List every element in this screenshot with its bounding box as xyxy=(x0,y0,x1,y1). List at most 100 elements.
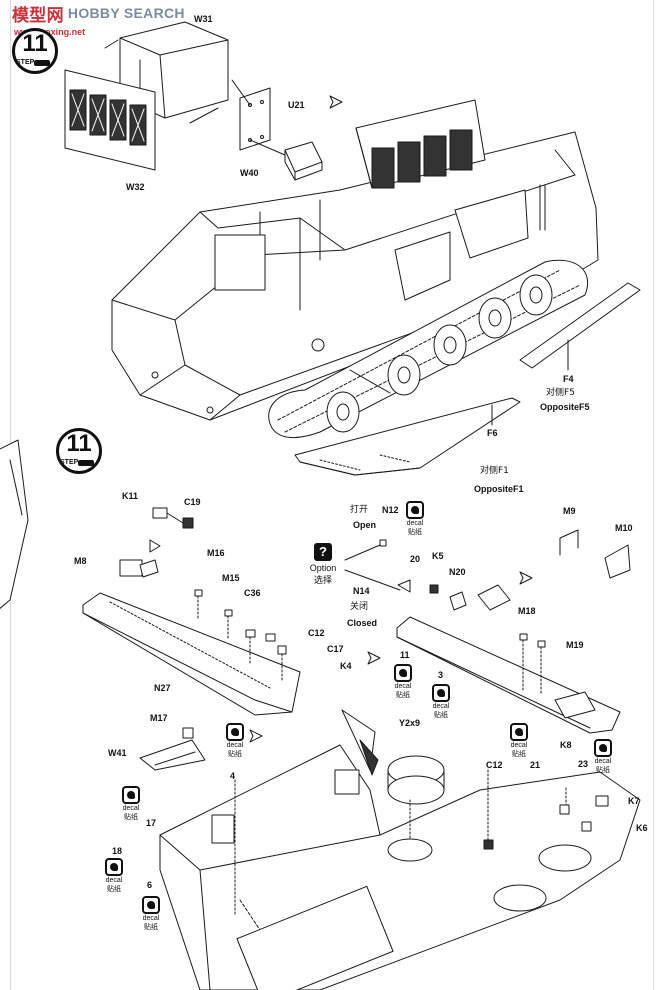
label-w32: W32 xyxy=(126,182,145,192)
label-m18: M18 xyxy=(518,606,536,616)
label-6: 6 xyxy=(147,880,153,890)
question-icon: ? xyxy=(314,543,332,561)
label-20: 20 xyxy=(410,554,421,564)
label-c17: C17 xyxy=(327,644,344,654)
decal-icon xyxy=(122,786,140,804)
label-w31: W31 xyxy=(194,14,213,24)
label-k5: K5 xyxy=(432,551,444,561)
option-label-cn: 选择 xyxy=(313,576,332,586)
decal-marker-6: decal 贴纸 xyxy=(134,896,168,931)
watermark: 模型网 HOBBY SEARCH xyxy=(12,3,185,26)
step-number: 11 xyxy=(22,30,48,57)
label-m9: M9 xyxy=(563,506,576,516)
label-f6-opposite-en: OppositeF1 xyxy=(474,484,524,494)
label-18: 18 xyxy=(112,846,123,856)
decal-icon xyxy=(142,896,160,914)
decal-label-cn: 贴纸 xyxy=(512,750,526,758)
f6-part xyxy=(294,397,521,476)
label-11: 11 xyxy=(400,650,410,660)
decal-label-cn: 贴纸 xyxy=(124,813,138,821)
decal-icon xyxy=(105,858,123,876)
tank-icon xyxy=(34,60,50,66)
label-23: 23 xyxy=(578,759,589,769)
n27-part xyxy=(82,559,301,716)
decal-label-en: decal xyxy=(394,683,412,690)
page-bleed-line xyxy=(653,0,654,990)
f4-part xyxy=(519,282,641,369)
step-number: 11 xyxy=(66,430,92,457)
label-m17: M17 xyxy=(150,713,168,723)
decal-icon xyxy=(406,501,424,519)
label-n12: N12 xyxy=(382,505,399,515)
decal-label-cn: 贴纸 xyxy=(228,750,242,758)
label-3: 3 xyxy=(438,670,444,680)
n20-panel xyxy=(379,539,621,734)
vehicle-hull xyxy=(111,99,599,438)
decal-label-cn: 贴纸 xyxy=(396,691,410,699)
decal-icon xyxy=(510,723,528,741)
step-word: STEP xyxy=(16,59,35,66)
option-label-en: Option xyxy=(309,563,337,573)
label-4: 4 xyxy=(230,771,236,781)
decal-marker-21: decal 贴纸 xyxy=(502,723,536,758)
w41-part xyxy=(139,727,206,771)
label-f4-opposite-en: OppositeF5 xyxy=(540,402,590,412)
decal-label-cn: 贴纸 xyxy=(596,766,610,774)
decal-label-en: decal xyxy=(432,703,450,710)
label-m19: M19 xyxy=(566,640,584,650)
label-c12-mid: C12 xyxy=(308,628,325,638)
decal-icon xyxy=(226,723,244,741)
label-k8: K8 xyxy=(560,740,572,750)
label-k6: K6 xyxy=(636,823,648,833)
u21-part xyxy=(231,79,271,151)
decal-icon xyxy=(594,739,612,757)
label-closed-cn: 关闭 xyxy=(350,602,369,612)
decal-marker-18: decal 贴纸 xyxy=(97,858,131,893)
decal-marker-4: decal 贴纸 xyxy=(218,723,252,758)
label-u21: U21 xyxy=(288,100,305,110)
decal-label-en: decal xyxy=(142,915,160,922)
decal-label-en: decal xyxy=(594,758,612,765)
label-c36: C36 xyxy=(244,588,261,598)
label-k7: K7 xyxy=(628,796,640,806)
label-17: 17 xyxy=(146,818,157,828)
assembly-arrow xyxy=(329,95,343,109)
decal-icon xyxy=(394,664,412,682)
watermark-logo: 模型网 xyxy=(12,5,64,26)
option-marker: ? Option 选择 xyxy=(303,543,343,586)
decal-label-cn: 贴纸 xyxy=(144,923,158,931)
watermark-search: HOBBY SEARCH xyxy=(67,5,185,21)
decal-label-en: decal xyxy=(122,805,140,812)
decal-label-en: decal xyxy=(510,742,528,749)
decal-icon xyxy=(432,684,450,702)
label-n20: N20 xyxy=(449,567,466,577)
lower-hull xyxy=(159,744,641,990)
w32-part xyxy=(64,69,156,171)
label-m16: M16 xyxy=(207,548,225,558)
label-f4-opposite-cn: 对侧F5 xyxy=(546,388,575,398)
label-m10: M10 xyxy=(615,523,633,533)
label-c19: C19 xyxy=(184,497,201,507)
decal-label-cn: 贴纸 xyxy=(107,885,121,893)
label-m8: M8 xyxy=(74,556,87,566)
step-word: STEP xyxy=(60,459,79,466)
decal-label-en: decal xyxy=(226,742,244,749)
tank-icon xyxy=(78,460,94,466)
decal-marker-3: decal 贴纸 xyxy=(424,684,458,719)
label-c12-bottom: C12 xyxy=(486,760,503,770)
step-badge-mid: 11 STEP xyxy=(56,428,102,474)
decal-label-cn: 贴纸 xyxy=(434,711,448,719)
decal-marker-n12: decal 贴纸 xyxy=(398,501,432,536)
label-k4: K4 xyxy=(340,661,352,671)
decal-marker-17: decal 贴纸 xyxy=(114,786,148,821)
label-f6-opposite-cn: 对侧F1 xyxy=(480,466,509,476)
decal-marker-23: decal 贴纸 xyxy=(586,739,620,774)
label-21: 21 xyxy=(530,760,541,770)
label-f6: F6 xyxy=(487,428,498,438)
label-n14: N14 xyxy=(353,586,370,596)
decal-marker-11: decal 贴纸 xyxy=(386,664,420,699)
label-m15: M15 xyxy=(222,573,240,583)
k11-c19-parts xyxy=(152,507,194,529)
